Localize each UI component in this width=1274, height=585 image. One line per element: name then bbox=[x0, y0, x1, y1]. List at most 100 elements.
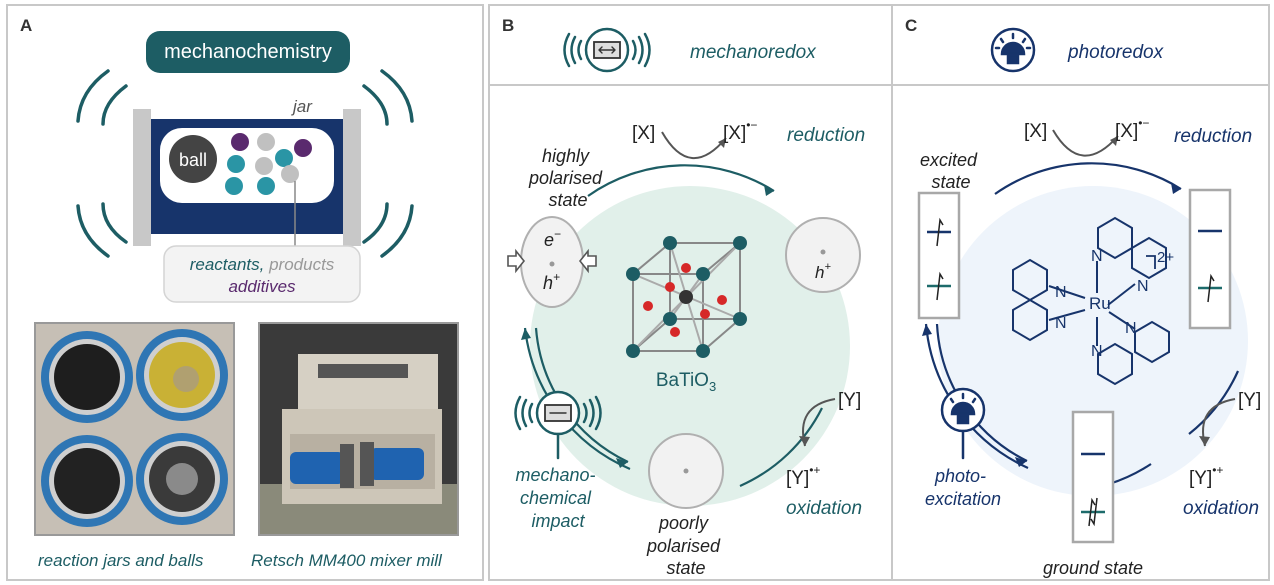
poorly-polarised-label: poorly polarised state bbox=[646, 513, 725, 578]
jar-top-right bbox=[136, 329, 228, 421]
photo-x-reactant: [X] bbox=[1024, 121, 1047, 142]
ground-state-label: ground state bbox=[1043, 558, 1143, 578]
ground-electron-down bbox=[1090, 497, 1098, 527]
vibration-icon-ring bbox=[584, 27, 630, 73]
batio3-label: BaTiO3 bbox=[656, 370, 716, 394]
mill-clamp-left bbox=[340, 444, 354, 488]
x-reactant: [X] bbox=[632, 123, 655, 144]
excited-electron-lower bbox=[936, 271, 944, 301]
photocatalyst-disc bbox=[938, 186, 1248, 496]
compression-arrow-right bbox=[578, 248, 597, 274]
photo-x-arrowhead bbox=[1110, 136, 1118, 146]
mechanochemistry-title-box bbox=[146, 31, 350, 73]
panel-c: C photoredox [X] [X]•− reduction excited… bbox=[891, 4, 1270, 581]
photo-y-arrowhead bbox=[1199, 436, 1210, 446]
charge-dot bbox=[549, 261, 555, 267]
mechanoredox-header-icon bbox=[563, 27, 651, 73]
mechanochemistry-title: mechanochemistry bbox=[164, 41, 332, 63]
panel-a-letter: A bbox=[20, 16, 33, 35]
mill-illustration bbox=[260, 354, 457, 534]
oxygen-atoms bbox=[643, 263, 727, 337]
panel-c-header-divider bbox=[893, 84, 1268, 86]
photo-arrowhead-left bbox=[922, 324, 932, 336]
ground-electron-up bbox=[1088, 497, 1096, 527]
impact-vibration-icon bbox=[514, 390, 602, 460]
mixer-mill-photo bbox=[258, 322, 459, 536]
oxidised-state-box bbox=[1188, 188, 1232, 330]
n-atom-right-bottom: N bbox=[1125, 320, 1137, 337]
mechanoredox-title: mechanoredox bbox=[690, 42, 817, 63]
hole-dot bbox=[820, 249, 826, 255]
cycle-arrowhead-left bbox=[521, 328, 531, 340]
product-particle bbox=[281, 165, 299, 183]
photo-y-radical-cation: [Y]•+ bbox=[1189, 463, 1223, 489]
legend-reactants: reactants, bbox=[190, 255, 265, 274]
photoexcitation-lamp-icon bbox=[940, 387, 986, 460]
photo-x-arrow bbox=[1052, 129, 1119, 157]
vibration-arcs-left bbox=[76, 69, 128, 258]
neutral-dot bbox=[683, 468, 689, 474]
reduction-label: reduction bbox=[787, 125, 865, 146]
mechanochemical-impact-label: mechano- chemical impact bbox=[515, 465, 600, 531]
x-curved-arrow bbox=[661, 131, 727, 159]
panel-b-header-divider bbox=[490, 84, 891, 86]
ru-bpy-complex bbox=[1012, 216, 1170, 386]
n-atom-left-bottom: N bbox=[1055, 315, 1067, 332]
panel-b: B mechanoredox [X] [X]•− reduction highl… bbox=[488, 4, 893, 581]
excited-electron-upper bbox=[936, 217, 944, 247]
panel-b-letter: B bbox=[502, 16, 515, 35]
electron-label: e− bbox=[544, 227, 561, 250]
x-radical-anion: [X]•− bbox=[723, 118, 757, 144]
photo-arrowhead-top bbox=[1171, 183, 1181, 194]
jar-schematic: mechanochemistry jar ball bbox=[76, 31, 414, 303]
mill-jar-left bbox=[290, 452, 344, 484]
n-atom-bottom: N bbox=[1091, 343, 1103, 360]
mill-jar-right bbox=[370, 448, 424, 480]
jar-cap-right bbox=[343, 109, 361, 246]
y-radical-cation: [Y]•+ bbox=[786, 463, 820, 489]
reactant-particle bbox=[257, 177, 275, 195]
hole-state-label: h+ bbox=[815, 261, 831, 282]
mill-clamp-right bbox=[360, 442, 374, 486]
x-curved-arrowhead bbox=[718, 138, 726, 148]
mill-panel bbox=[318, 364, 408, 378]
excited-state-box bbox=[917, 191, 961, 320]
jar-cap-left bbox=[133, 109, 151, 246]
oxidised-electron bbox=[1207, 273, 1215, 303]
y-curved-arrowhead bbox=[799, 436, 810, 446]
jar-bottom-right bbox=[136, 433, 228, 525]
catalytic-cycle-disc bbox=[530, 186, 850, 506]
vibration-arcs-right bbox=[362, 69, 414, 258]
reactant-particle bbox=[275, 149, 293, 167]
photo-y-reactant: [Y] bbox=[1238, 390, 1261, 411]
jars-illustration bbox=[41, 329, 228, 527]
y-reactant: [Y] bbox=[838, 390, 861, 411]
reactant-particle bbox=[227, 155, 245, 173]
particles bbox=[225, 133, 312, 195]
lamp-icon bbox=[990, 27, 1036, 73]
caption-mixer-mill: Retsch MM400 mixer mill bbox=[251, 551, 442, 570]
product-particle bbox=[257, 133, 275, 151]
n-atom-right: N bbox=[1137, 278, 1149, 295]
legend-box bbox=[163, 245, 361, 303]
jar-bottom-left bbox=[41, 435, 133, 527]
photo-x-radical-anion: [X]•− bbox=[1115, 116, 1149, 142]
ball-label: ball bbox=[179, 150, 207, 170]
compression-arrow-left bbox=[507, 248, 526, 274]
barium-atoms bbox=[626, 236, 747, 358]
ground-state-box bbox=[1071, 410, 1115, 544]
titanium-atom bbox=[679, 290, 693, 304]
reaction-jars-photo bbox=[34, 322, 235, 536]
ru-center: Ru bbox=[1089, 294, 1111, 313]
panel-a: A mechanochemistry jar ball bbox=[6, 4, 484, 581]
photo-reduction-label: reduction bbox=[1174, 126, 1252, 147]
photo-arrowhead-bottom bbox=[1015, 457, 1027, 467]
cycle-arrowhead-top bbox=[764, 185, 774, 196]
additive-particle bbox=[231, 133, 249, 151]
photo-oxidation-label: oxidation bbox=[1183, 498, 1259, 519]
ball bbox=[169, 135, 217, 183]
excited-state-label: excited state bbox=[920, 150, 982, 192]
cycle-arc-top bbox=[587, 164, 775, 197]
photoredox-diagram: photoredox [X] [X]•− reduction excited s… bbox=[917, 27, 1261, 578]
mill-body-top bbox=[298, 354, 438, 409]
